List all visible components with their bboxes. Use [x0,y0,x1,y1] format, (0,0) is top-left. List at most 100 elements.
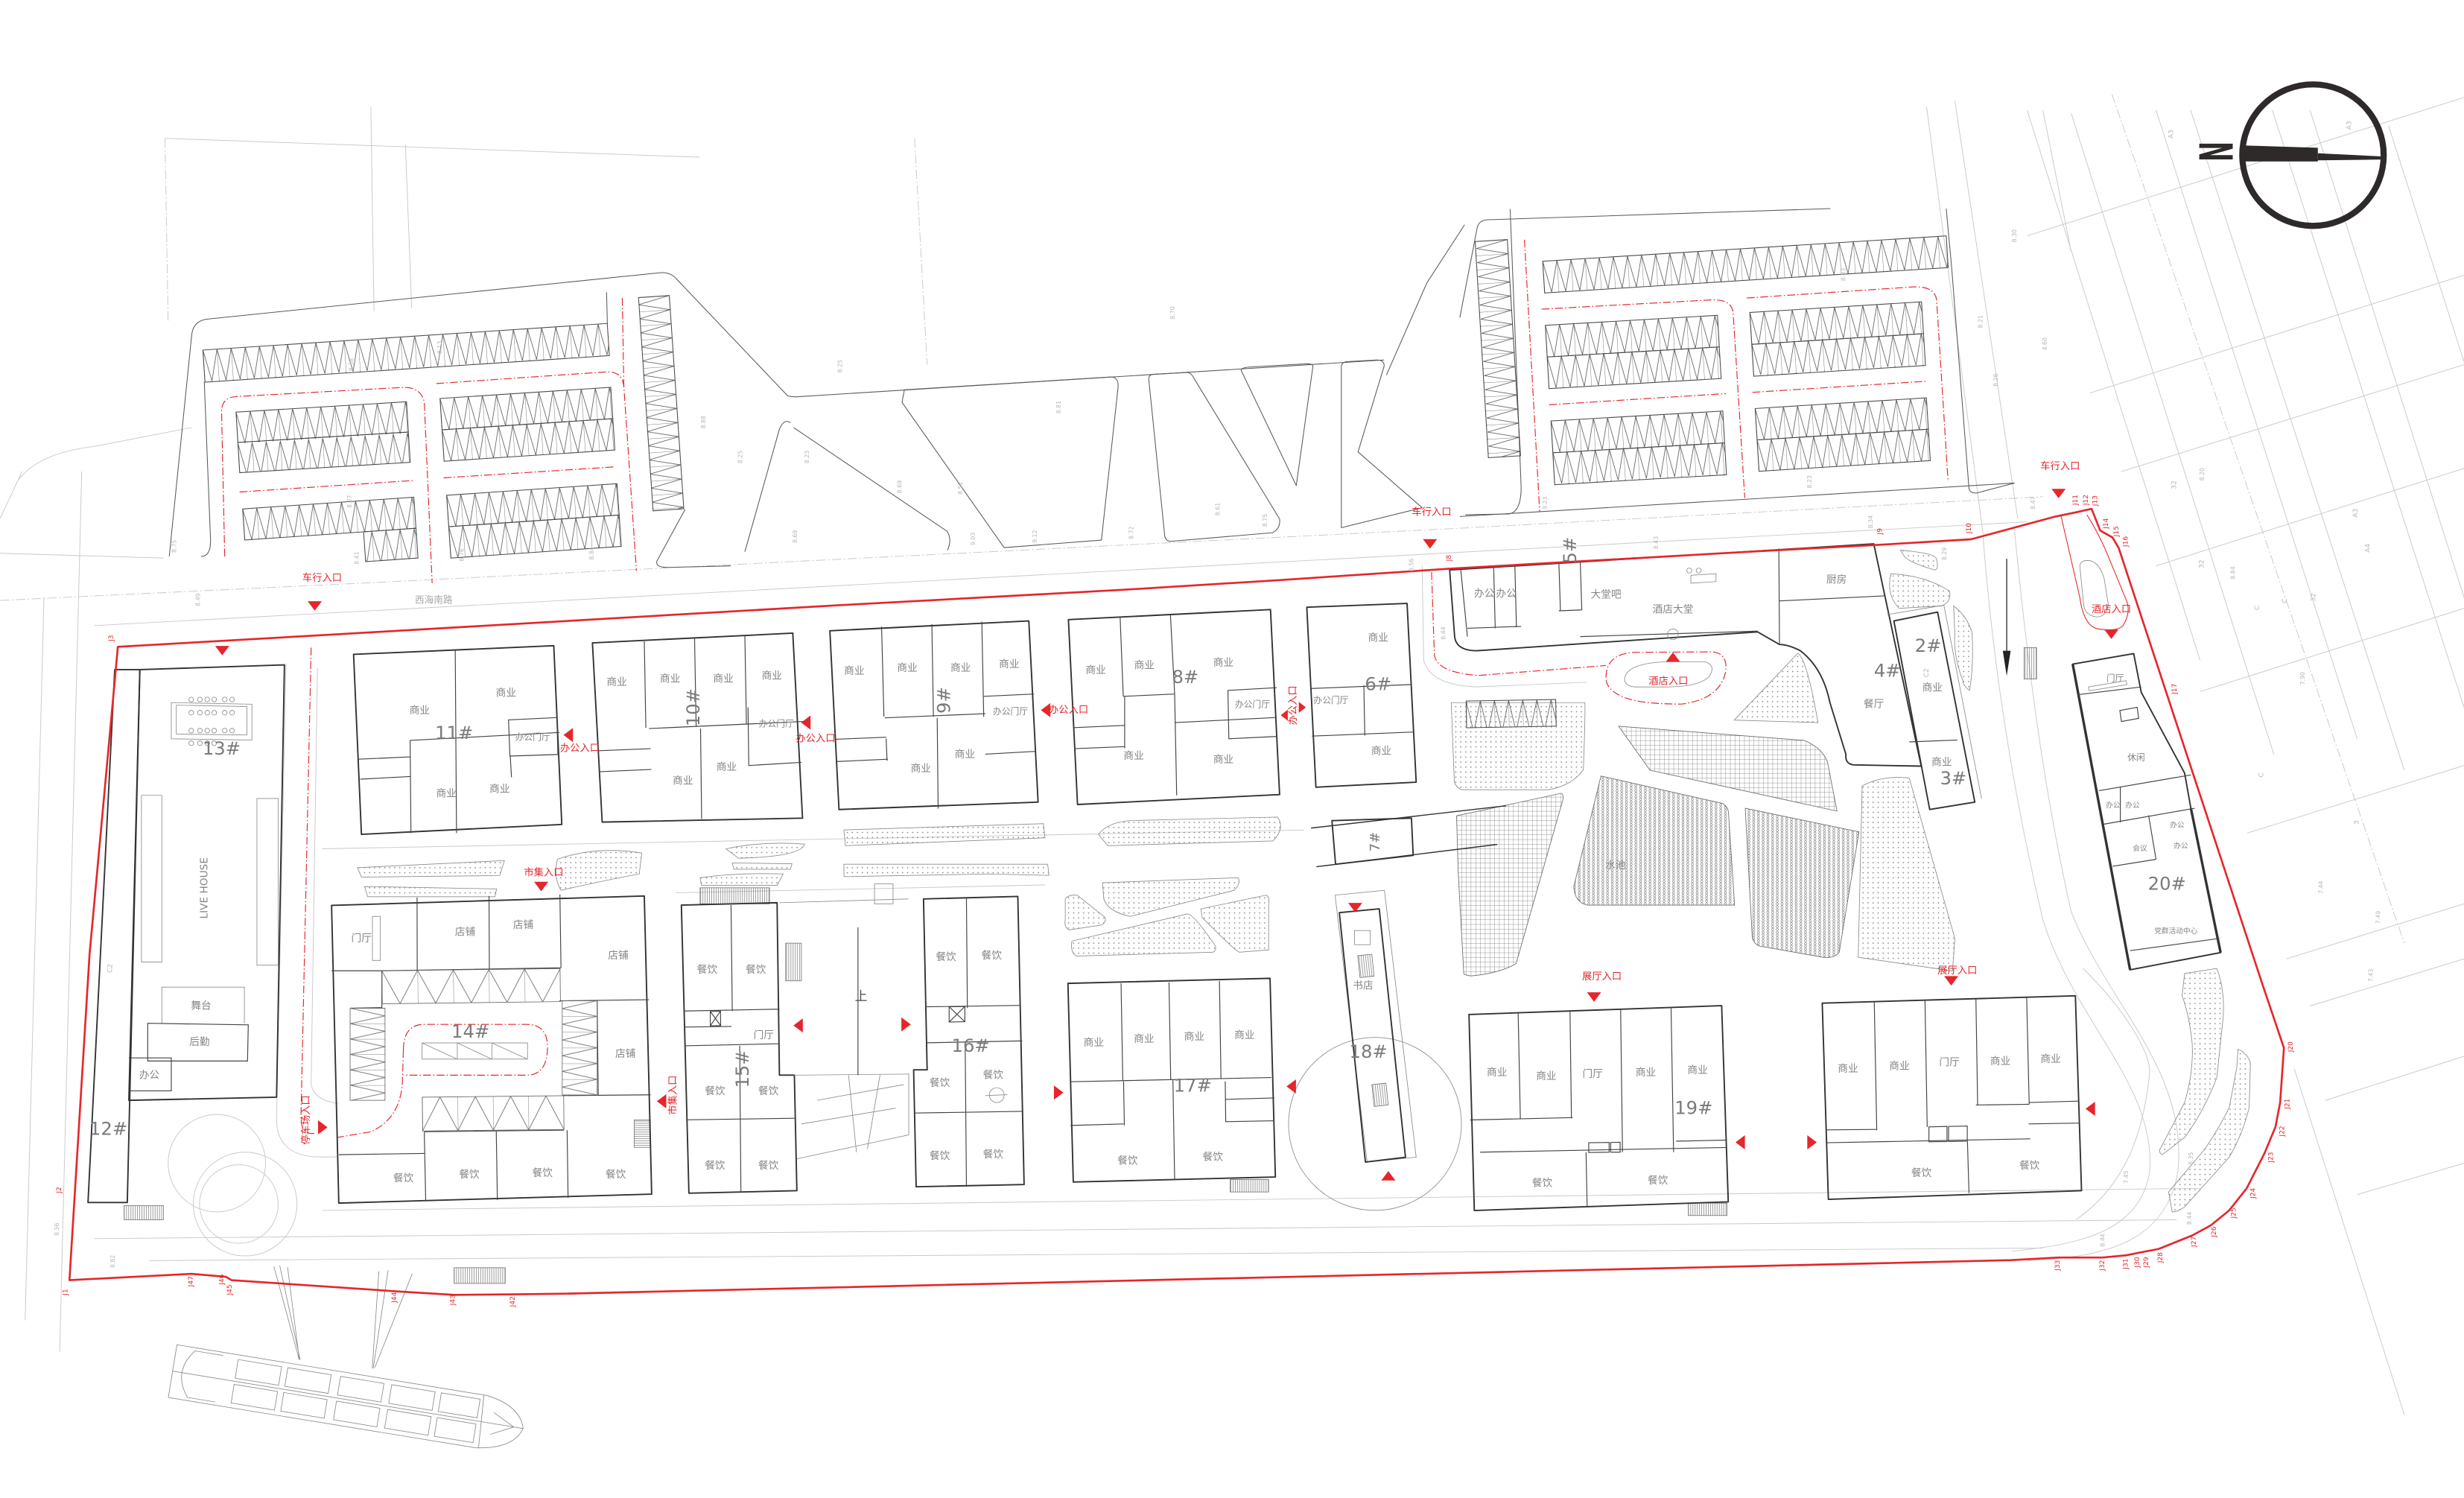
room-label: 商业 [1931,756,1952,768]
room-label: 办公门厅 [515,732,550,743]
boundary-point-label: J27 [2191,1237,2198,1248]
elevation-label: 8.44 [1440,626,1447,639]
elevation-label: 8.43 [1653,536,1660,549]
entrance-arrow-icon [215,646,229,656]
room-label: 办公 [1474,588,1495,600]
elevation-label: 8.34 [1867,515,1874,528]
elevation-label: 8.13 [436,341,443,354]
building-6 [1306,603,1417,788]
entrance-arrow-icon [308,601,323,611]
building-number: 7# [1368,832,1383,851]
elevation-label: 8.23 [804,451,810,463]
entrance-labels: 车行入口 车行入口 车行入口 酒店入口 酒店入口 办公入口 办公入口 办公入口 … [299,460,2131,1144]
grid-label: C [2282,599,2289,603]
entrance-arrow-icon [1666,652,1680,662]
room-label: 党群活动中心 [2154,926,2197,936]
room-label: 餐饮 [1203,1152,1224,1164]
boundary-point-label: J8 [1446,555,1453,562]
room-label: 办公 [2170,819,2185,829]
boundary-point-label: J32 [2099,1260,2106,1272]
building-12 [87,668,141,1204]
parking-lot-east [1459,208,2015,517]
elevation-label: 8.44 [2099,1234,2106,1246]
room-label: 餐饮 [758,1085,779,1097]
boundary-point-label: J2 [56,1187,63,1193]
room-label: 餐饮 [2019,1160,2040,1172]
landscape-planting [357,550,2251,1213]
boundary-point-label: J25 [2231,1207,2238,1219]
north-arrow-icon: N [2191,81,2387,229]
entrance-arrow-icon [1807,1134,1817,1149]
room-label: 餐饮 [746,964,766,976]
room-label: 商业 [911,763,931,775]
building-number: 19# [1674,1096,1712,1118]
elevation-label: 8.47 [2030,496,2036,509]
building-number: 6# [1365,673,1391,694]
room-label: 餐饮 [393,1172,414,1184]
room-label: 商业 [1213,754,1233,766]
elevation-label: 8.69 [896,480,903,493]
room-label: 店铺 [455,926,475,938]
grid-label: A3 [2346,121,2354,130]
building-east-exhibition [1821,994,2083,1201]
elevation-label: 8.23 [1806,475,1813,488]
room-label: 门厅 [2106,673,2124,684]
boundary-point-label: J31 [2122,1258,2130,1269]
room-label: 餐饮 [982,950,1003,962]
room-label: 餐饮 [459,1169,480,1181]
entrance-arrow-icon [1280,709,1288,721]
building-number: 2# [1915,635,1942,656]
room-label: 餐饮 [930,1150,950,1162]
room-label: 办公门厅 [993,706,1028,717]
entrance-arrow-icon [901,1017,911,1032]
building-16 [912,895,1025,1188]
grid-label: 3 [2354,820,2361,825]
boundary-point-label: J26 [2211,1226,2218,1237]
room-label: 门厅 [1939,1056,1960,1068]
seating-icon [188,696,235,746]
elevation-label: 8.81 [1055,401,1062,413]
grid-label: C2 [107,964,114,973]
building-numbers: 13# 12# 11# 10# 9# 8# 7# 6# 5# 4# 3# 2# … [89,537,2186,1140]
building-17 [1067,977,1277,1183]
room-label: 餐饮 [1117,1155,1138,1167]
elevation-labels: 8.13 8.38 8.27 8.41 8.76 8.84 8.88 8.75 … [54,229,2381,1268]
boundary-point-label: J3 [108,635,115,642]
boundary-point-label: J29 [2143,1257,2150,1268]
grid-label: 32 [2171,480,2179,489]
room-label: 书店 [1353,980,1373,992]
elevation-label: 8.72 [1128,526,1134,539]
room-label: 商业 [844,665,864,677]
entrance-label: 展厅入口 [1937,965,1977,977]
room-label: 商业 [1371,746,1391,758]
parking-lot-west [168,272,789,583]
entrance-label: 办公入口 [796,732,835,744]
elevation-label: 8.56 [1409,559,1415,571]
grid-labels: A3 A3 C2 C2 32 32 C C 32 C 3 A3 A4 [107,121,2372,973]
room-label: 办公 [2174,841,2188,851]
room-label: 商业 [1838,1063,1858,1075]
building-number: 10# [682,688,704,726]
room-label: 餐饮 [758,1160,779,1172]
room-label: 餐饮 [533,1167,553,1179]
room-label: 店铺 [513,919,533,931]
building-number: 8# [1172,666,1198,688]
pond-label: 水池 [1605,860,1626,872]
grid-label: 32 [2310,593,2317,602]
elevation-label: 8.20 [2199,468,2206,480]
building-15 [680,901,798,1194]
building-18 [1334,889,1417,1164]
entrance-arrows [215,489,2119,1181]
room-label: 办公门厅 [759,719,794,729]
room-label: 办公门厅 [1235,699,1270,709]
entrance-arrow-icon [801,715,811,730]
grid-label: C [2258,772,2265,777]
entrance-arrow-icon [1944,976,1959,986]
entrance-arrow-icon [1587,992,1601,1002]
elevation-label: 8.49 [194,593,201,606]
grid-label: C [2254,606,2261,610]
building-10 [591,632,804,823]
elevation-label: 8.84 [588,547,595,559]
room-label: 商业 [1922,682,1943,694]
